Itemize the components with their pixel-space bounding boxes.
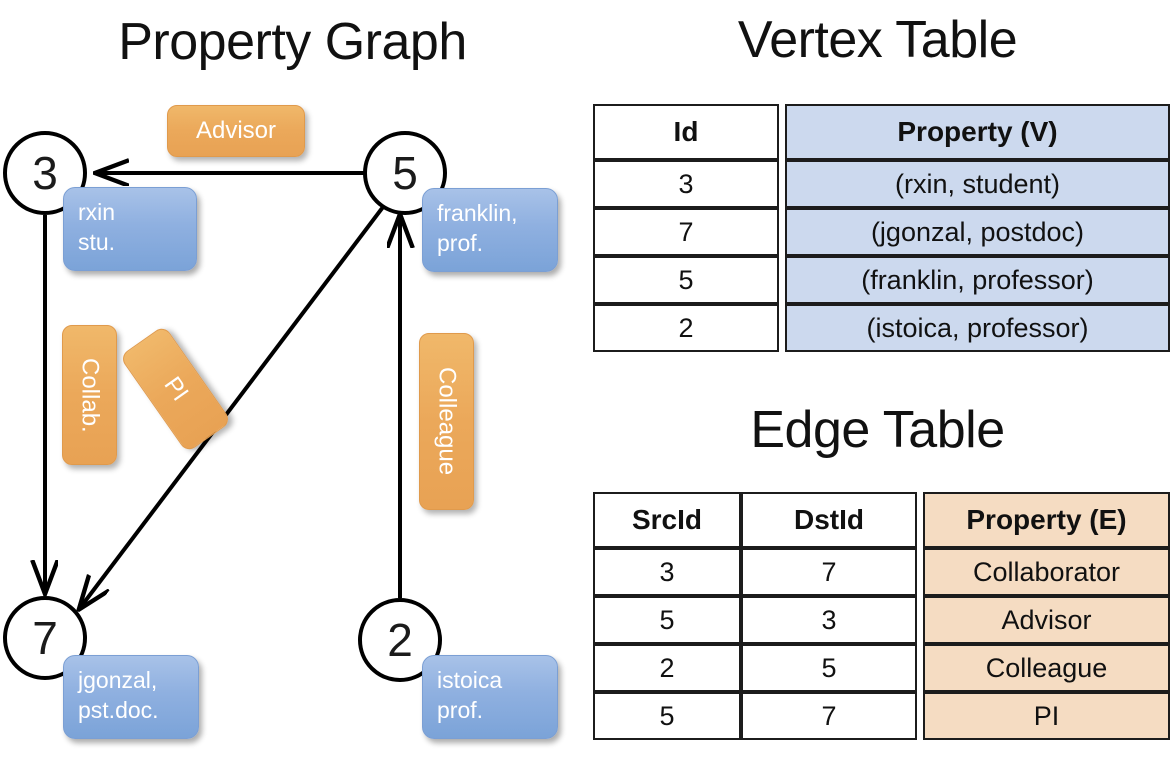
vertex-table-header-row: Id Property (V) (593, 104, 1170, 160)
edge-label-colleague[interactable]: Colleague (419, 333, 474, 510)
node-property-line-1: rxin (78, 199, 116, 225)
edge-cell-property: Advisor (923, 596, 1170, 644)
vertex-cell-id: 5 (593, 256, 779, 304)
edge-cell-property: PI (923, 692, 1170, 740)
table-row[interactable]: 7 (jgonzal, postdoc) (593, 208, 1170, 256)
edge-cell-srcid: 5 (593, 596, 741, 644)
node-property-box-rxin[interactable]: rxin stu. (63, 187, 197, 271)
vertex-cell-property: (franklin, professor) (785, 256, 1170, 304)
node-property-line-2: prof. (437, 697, 484, 724)
vertex-cell-property: (istoica, professor) (785, 304, 1170, 352)
node-property-line-2: prof. (437, 230, 484, 257)
edge-cell-property: Colleague (923, 644, 1170, 692)
vertex-col-id: Id (593, 104, 779, 160)
vertex-cell-id: 2 (593, 304, 779, 352)
edge-cell-srcid: 2 (593, 644, 741, 692)
graph-edges-svg (0, 0, 585, 760)
page-title-edge-table: Edge Table (750, 401, 1005, 459)
edge-cell-dstid: 5 (741, 644, 917, 692)
edge-col-property: Property (E) (923, 492, 1170, 548)
vertex-cell-property: (rxin, student) (785, 160, 1170, 208)
graph-node-2[interactable]: 2 (358, 598, 442, 682)
vertex-cell-id: 7 (593, 208, 779, 256)
page-title-property-graph: Property Graph (118, 13, 467, 71)
edge-5-to-7 (80, 205, 385, 608)
table-row[interactable]: 5 (franklin, professor) (593, 256, 1170, 304)
node-property-line-1: jgonzal, (78, 667, 158, 693)
node-property-box-franklin[interactable]: franklin, prof. (422, 188, 558, 272)
node-property-line-2: stu. (78, 229, 116, 256)
edge-cell-dstid: 7 (741, 548, 917, 596)
edge-label-collab-text: Collab. (76, 357, 104, 433)
vertex-col-property: Property (V) (785, 104, 1170, 160)
edge-label-advisor[interactable]: Advisor (167, 105, 305, 157)
node-property-box-jgonzal[interactable]: jgonzal, pst.doc. (63, 655, 199, 739)
graph-node-2-label: 2 (387, 614, 413, 666)
edge-col-dstid: DstId (741, 492, 917, 548)
property-graph-diagram: 3 5 7 2 rxin stu. franklin, prof. jgonza… (0, 0, 585, 760)
vertex-cell-property: (jgonzal, postdoc) (785, 208, 1170, 256)
table-row[interactable]: 2 5 Colleague (593, 644, 1170, 692)
edge-table: SrcId DstId Property (E) 3 7 Collaborato… (593, 492, 1170, 740)
edge-col-srcid: SrcId (593, 492, 741, 548)
vertex-cell-id: 3 (593, 160, 779, 208)
edge-cell-dstid: 3 (741, 596, 917, 644)
node-property-line-1: istoica (437, 667, 503, 693)
node-property-line-2: pst.doc. (78, 697, 159, 724)
edge-label-colleague-text: Colleague (433, 367, 461, 476)
table-row[interactable]: 3 (rxin, student) (593, 160, 1170, 208)
table-row[interactable]: 2 (istoica, professor) (593, 304, 1170, 352)
table-row[interactable]: 3 7 Collaborator (593, 548, 1170, 596)
node-property-line-1: franklin, (437, 200, 518, 226)
node-property-box-istoica[interactable]: istoica prof. (422, 655, 558, 739)
graph-node-5-label: 5 (392, 147, 418, 199)
edge-label-pi-text: PI (158, 371, 194, 406)
edge-label-collab[interactable]: Collab. (62, 325, 117, 465)
vertex-table: Id Property (V) 3 (rxin, student) 7 (jgo… (593, 104, 1170, 352)
page-title-vertex-table: Vertex Table (737, 11, 1018, 69)
edge-cell-property: Collaborator (923, 548, 1170, 596)
table-row[interactable]: 5 3 Advisor (593, 596, 1170, 644)
edge-cell-dstid: 7 (741, 692, 917, 740)
edge-cell-srcid: 3 (593, 548, 741, 596)
table-row[interactable]: 5 7 PI (593, 692, 1170, 740)
graph-node-3-label: 3 (32, 147, 58, 199)
edge-table-header-row: SrcId DstId Property (E) (593, 492, 1170, 548)
edge-label-advisor-text: Advisor (195, 117, 277, 144)
graph-node-7-label: 7 (32, 612, 58, 664)
edge-cell-srcid: 5 (593, 692, 741, 740)
